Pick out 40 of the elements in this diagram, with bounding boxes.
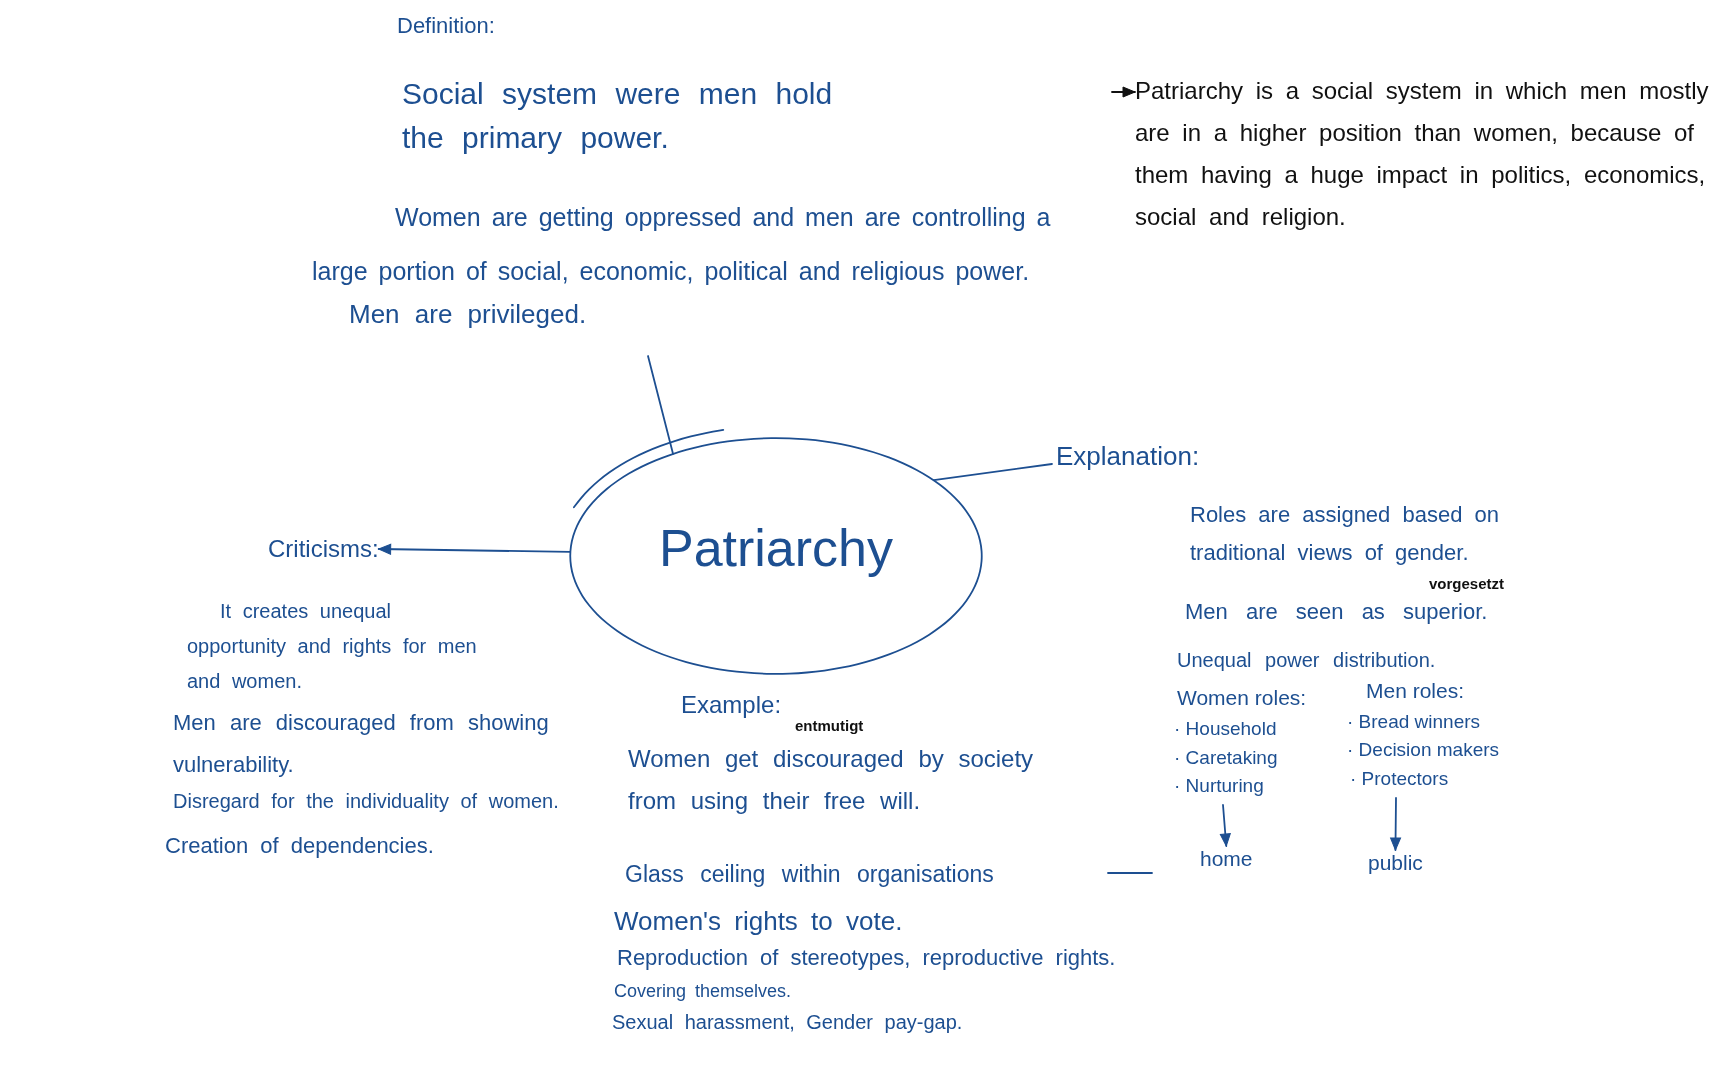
note-text: Patriarchy is a social system in which men mostly are in a higher position than women, because of them having a huge impact in politics, economics, social and religion. <box>1135 70 1723 238</box>
list-heading: Men roles: <box>1366 678 1465 704</box>
explanation-text: Roles are assigned based on traditional views of gender. <box>1190 501 1500 567</box>
list-item: · Household <box>1174 717 1277 741</box>
definition-text: Men are privileged. <box>349 298 587 331</box>
arrow <box>1390 797 1402 851</box>
section-heading: Example: <box>681 690 782 720</box>
connector-line <box>647 355 674 455</box>
annotation-text: entmutigt <box>795 716 864 735</box>
example-text: Reproduction of stereotypes, reproductive rights. <box>617 944 1116 972</box>
list-item: · Protectors <box>1350 767 1449 791</box>
criticism-text: Disregard for the individuality of women. <box>173 789 559 814</box>
definition-text: Social system were men hold the primary power. <box>402 76 834 156</box>
arrow <box>1219 804 1231 847</box>
section-heading: Definition: <box>397 12 495 40</box>
list-heading: Women roles: <box>1177 685 1307 711</box>
example-text: Sexual harassment, Gender pay-gap. <box>612 1010 963 1035</box>
outcome-label: home <box>1200 846 1253 872</box>
criticism-text: Men are discouraged from showing vulnerability. <box>173 709 550 779</box>
criticism-text: It creates unequal opportunity and rights for men and women. <box>187 599 478 694</box>
definition-text: Women are getting oppressed and men are controlling a large portion of social, economic, political and religious power. <box>312 202 1052 287</box>
outcome-label: public <box>1368 850 1423 876</box>
explanation-text: Men are seen as superior. <box>1185 598 1488 626</box>
list-item: · Caretaking <box>1174 746 1278 770</box>
list-item: · Bread winners <box>1347 710 1481 734</box>
section-heading: Criticisms: <box>268 534 379 564</box>
example-text: Covering themselves. <box>614 980 792 1003</box>
arrow <box>377 543 572 555</box>
annotation-text: vorgesetzt <box>1429 574 1505 593</box>
explanation-text: Unequal power distribution. <box>1177 648 1436 673</box>
list-item: · Nurturing <box>1174 774 1264 798</box>
list-item: · Decision makers <box>1347 738 1500 762</box>
example-text: Women get discouraged by society from using their free will. <box>628 744 1035 816</box>
connector-line <box>932 463 1053 482</box>
topic-title: Patriarchy <box>657 518 895 579</box>
criticism-text: Creation of dependencies. <box>165 832 434 860</box>
section-heading: Explanation: <box>1056 440 1200 473</box>
example-text: Glass ceiling within organisations <box>625 860 994 889</box>
example-text: Women's rights to vote. <box>614 905 903 938</box>
arrow <box>1111 86 1136 98</box>
